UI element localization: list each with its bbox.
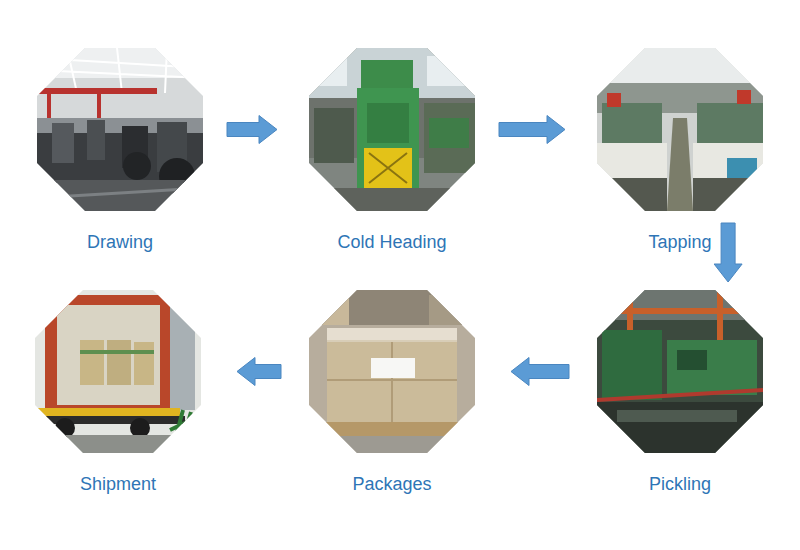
flow-arrow: [511, 358, 569, 386]
pickling-photo: [597, 290, 763, 453]
step-label-group: Pickling: [537, 473, 800, 495]
flow-arrow: [499, 116, 565, 144]
shipment-photo: [35, 290, 201, 453]
tapping-photo: [597, 48, 763, 211]
flow-arrow: [714, 223, 742, 282]
step-label: Pickling: [537, 473, 800, 495]
step-label: Tapping: [537, 231, 800, 253]
step-label-group: Packages: [249, 473, 535, 495]
process-step: Packages: [309, 290, 475, 453]
process-step: Drawing: [37, 48, 203, 211]
flow-arrow: [237, 358, 281, 386]
drawing-photo: [37, 48, 203, 211]
process-step: Shipment: [35, 290, 201, 453]
step-label: Packages: [249, 473, 535, 495]
step-label-group: Tapping: [537, 231, 800, 253]
step-label: Drawing: [0, 231, 263, 253]
flow-arrow: [227, 116, 277, 144]
step-label-group: Shipment: [0, 473, 261, 495]
process-step: Pickling: [597, 290, 763, 453]
cold-heading-photo: [309, 48, 475, 211]
step-label: Cold Heading: [249, 231, 535, 253]
packages-photo: [309, 290, 475, 453]
step-label-group: Drawing: [0, 231, 263, 253]
process-step: Cold Heading: [309, 48, 475, 211]
process-step: Tapping: [597, 48, 763, 211]
step-label-group: Cold Heading: [249, 231, 535, 253]
step-label: Shipment: [0, 473, 261, 495]
